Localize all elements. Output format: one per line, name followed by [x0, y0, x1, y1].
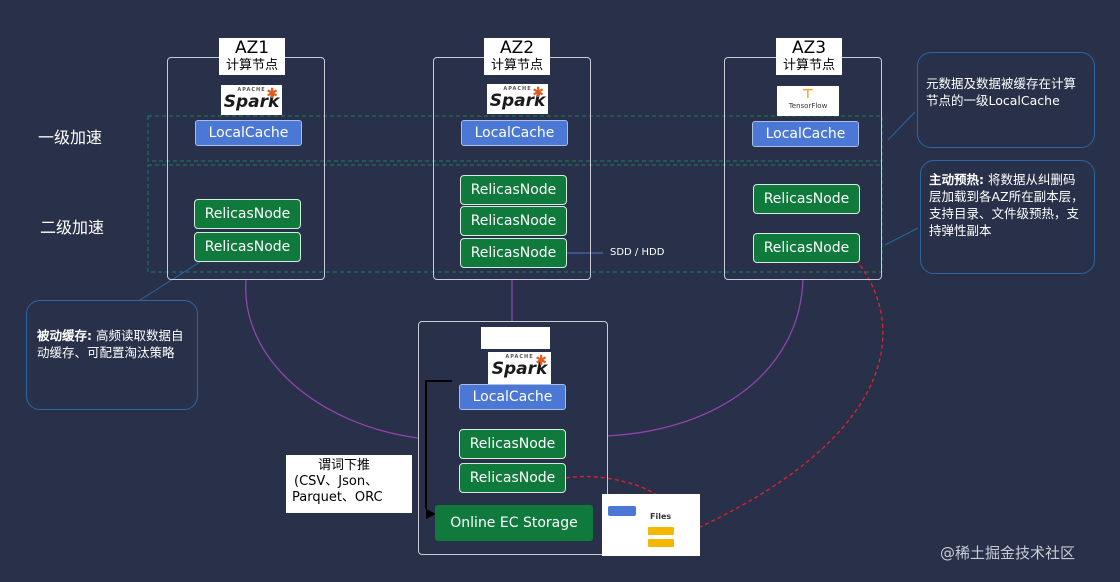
az1-relicas-node-2[interactable]: RelicasNode: [194, 232, 301, 262]
metadata-callout: 元数据及数据被缓存在计算节点的一级LocalCache: [917, 52, 1095, 148]
files-panel: Files: [602, 494, 700, 556]
disk-type-label: SDD / HDD: [610, 247, 665, 258]
data-block-icon: [648, 527, 674, 535]
az1-title: AZ1 计算节点: [219, 38, 285, 75]
az3-localcache[interactable]: LocalCache: [752, 121, 859, 147]
az2-relicas-node-1[interactable]: RelicasNode: [460, 175, 567, 205]
first-level-zone: [147, 115, 883, 162]
central-spark-logo: APACHE Spark ✱: [488, 352, 551, 384]
folder-icon: [608, 506, 636, 516]
passive-pointer: [139, 261, 201, 301]
spark-star-icon: ✱: [532, 85, 544, 101]
central-title-blank: [481, 327, 550, 349]
central-node-box: [418, 321, 608, 555]
az1-to-central-link: [245, 278, 419, 439]
az3-title: AZ3 计算节点: [776, 38, 842, 75]
az3-to-files-link: [699, 259, 884, 528]
az2-name: AZ2: [499, 38, 535, 58]
predicate-pushdown-box: 谓词下推 (CSV、Json、 Parquet、ORC: [286, 455, 412, 513]
passive-cache-callout: 被动缓存: 高频读取数据自动缓存、可配置淘汰策略: [26, 300, 198, 410]
pushdown-arrowhead: [426, 509, 436, 519]
data-block-icon: [648, 539, 674, 547]
spark-star-icon: ✱: [266, 86, 278, 102]
central-relicas-node-1[interactable]: RelicasNode: [459, 429, 566, 459]
az2-subtitle: 计算节点: [490, 58, 543, 73]
pushdown-line2: (CSV、Json、: [294, 474, 379, 489]
second-level-zone: [147, 164, 883, 273]
central-localcache[interactable]: LocalCache: [459, 384, 566, 410]
files-label: Files: [650, 512, 672, 521]
active-preheat-callout: 主动预热: 将数据从纠删码层加载到各AZ所在副本层，支持目录、文件级预热，支持弹…: [920, 160, 1095, 274]
az1-localcache[interactable]: LocalCache: [195, 120, 302, 146]
az3-to-central-link: [606, 278, 804, 437]
az3-relicas-node-2[interactable]: RelicasNode: [753, 233, 860, 263]
active-pointer: [884, 227, 919, 246]
metadata-pointer: [887, 111, 916, 141]
tensorflow-icon: ⊤: [802, 87, 814, 102]
az1-name: AZ1: [234, 38, 270, 58]
az2-spark-logo: APACHE Spark ✱: [487, 84, 548, 114]
az1-subtitle: 计算节点: [225, 58, 278, 73]
online-ec-storage[interactable]: Online EC Storage: [435, 505, 593, 541]
first-level-label: 一级加速: [38, 128, 103, 147]
pushdown-bracket: [425, 380, 452, 509]
az3-relicas-node-1[interactable]: RelicasNode: [753, 184, 860, 214]
az2-relicas-node-3[interactable]: RelicasNode: [460, 238, 567, 268]
second-level-label: 二级加速: [40, 218, 105, 237]
pushdown-line1: 谓词下推: [318, 458, 371, 473]
passive-cache-body: 高频读取数据自动缓存、可配置淘汰策略: [37, 328, 184, 360]
az2-relicas-node-2[interactable]: RelicasNode: [460, 206, 567, 236]
pushdown-line3: Parquet、ORC: [292, 490, 383, 505]
az1-spark-logo: APACHE Spark ✱: [221, 85, 282, 115]
active-preheat-body: 将数据从纠删码层加载到各AZ所在副本层，支持目录、文件级预热，支持弹性副本: [929, 172, 1084, 238]
az2-localcache[interactable]: LocalCache: [461, 120, 568, 146]
az3-tensorflow-logo: ⊤ TensorFlow: [777, 86, 839, 116]
active-preheat-title: 主动预热:: [929, 172, 984, 187]
az3-subtitle: 计算节点: [782, 58, 835, 73]
central-relicas-node-2[interactable]: RelicasNode: [459, 463, 566, 493]
az3-name: AZ3: [791, 38, 827, 58]
az2-title: AZ2 计算节点: [484, 38, 550, 75]
passive-cache-title: 被动缓存:: [37, 328, 92, 343]
az1-relicas-node-1[interactable]: RelicasNode: [194, 199, 301, 229]
watermark: @稀土掘金技术社区: [940, 544, 1076, 562]
spark-star-icon: ✱: [535, 353, 547, 369]
